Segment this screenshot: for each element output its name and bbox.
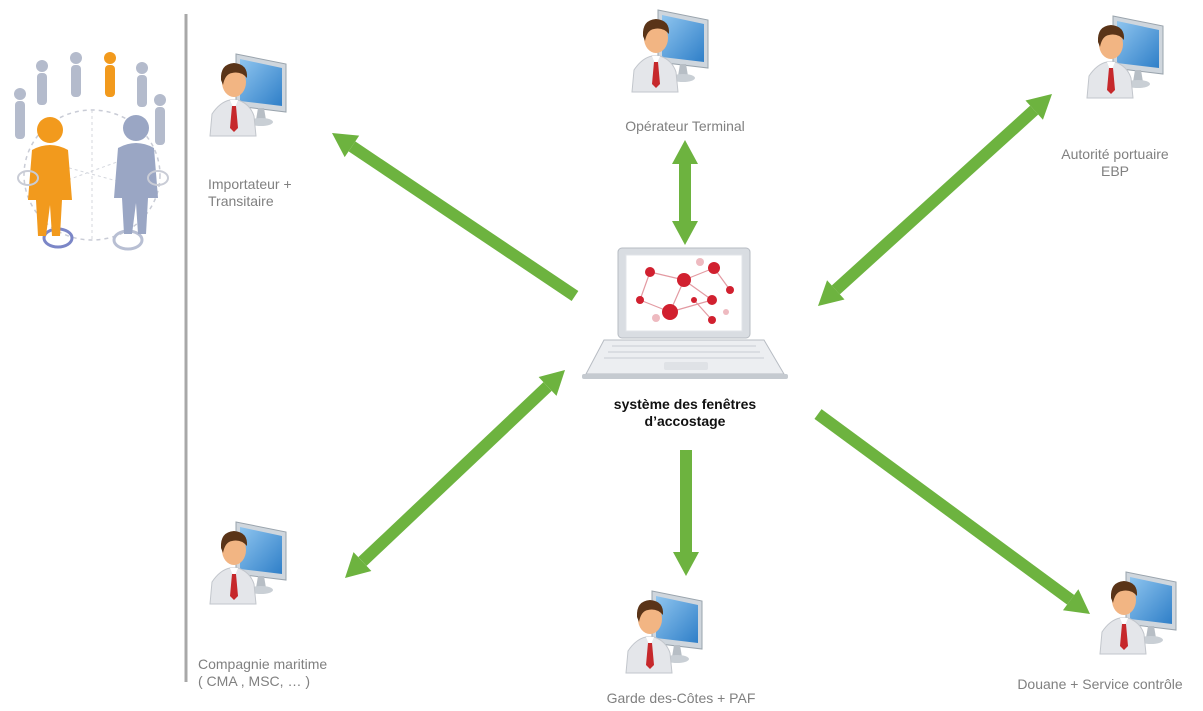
- node-label-line: ( CMA , MSC, … ): [198, 673, 310, 689]
- node-label-compagnie: Compagnie maritime ( CMA , MSC, … ): [198, 656, 327, 690]
- node-label-line: Autorité portuaire: [1061, 146, 1169, 162]
- center-title-line: système des fenêtres: [613, 396, 757, 412]
- center-title-line: d’accostage: [644, 413, 726, 429]
- arrow-head: [332, 133, 360, 158]
- node-label-line: Transitaire: [208, 193, 274, 209]
- user-at-computer-icon: [625, 590, 703, 674]
- arrow-shaft: [358, 382, 552, 566]
- node-label-douane: Douane + Service contrôle: [1000, 676, 1200, 693]
- arrow-head: [672, 221, 698, 245]
- user-at-computer-icon: [209, 53, 287, 137]
- node-label-garde: Garde des-Côtes + PAF: [576, 690, 786, 707]
- connector-arrow-to-douane: [814, 409, 1090, 614]
- user-at-computer-icon: [209, 521, 287, 605]
- people-network-icon: [14, 52, 169, 251]
- node-label-operateur: Opérateur Terminal: [590, 118, 780, 135]
- connector-arrow-operateur: [672, 140, 698, 245]
- connector-arrow-compagnie: [345, 370, 565, 578]
- connector-arrow-to-importateur: [332, 133, 579, 301]
- node-label-autorite: Autorité portuaire EBP: [1040, 146, 1190, 180]
- connector-arrow-to-garde: [673, 450, 699, 576]
- node-label-line: Compagnie maritime: [198, 656, 328, 672]
- arrow-head: [818, 280, 845, 306]
- connector-arrow-autorite: [818, 94, 1052, 306]
- node-label-line: Importateur +: [208, 176, 292, 192]
- laptop-network-icon: [582, 247, 788, 379]
- user-at-computer-icon: [1099, 571, 1177, 655]
- user-at-computer-icon: [631, 9, 709, 93]
- node-label-line: Douane + Service contrôle: [1017, 676, 1183, 692]
- node-label-importateur: Importateur + Transitaire: [208, 176, 292, 210]
- arrow-head: [345, 552, 372, 578]
- node-label-line: EBP: [1100, 163, 1129, 179]
- arrow-shaft: [831, 105, 1039, 295]
- arrow-shaft: [814, 409, 1075, 605]
- arrow-shaft: [348, 141, 579, 301]
- arrow-head: [672, 140, 698, 164]
- arrow-head: [1025, 94, 1052, 120]
- user-at-computer-icon: [1086, 15, 1164, 99]
- node-label-line: Garde des-Côtes + PAF: [606, 690, 756, 706]
- center-system-label: système des fenêtres d’accostage: [585, 396, 785, 430]
- arrow-head: [1062, 589, 1090, 614]
- arrow-head: [673, 552, 699, 576]
- node-label-line: Opérateur Terminal: [625, 118, 745, 134]
- arrow-head: [538, 370, 565, 396]
